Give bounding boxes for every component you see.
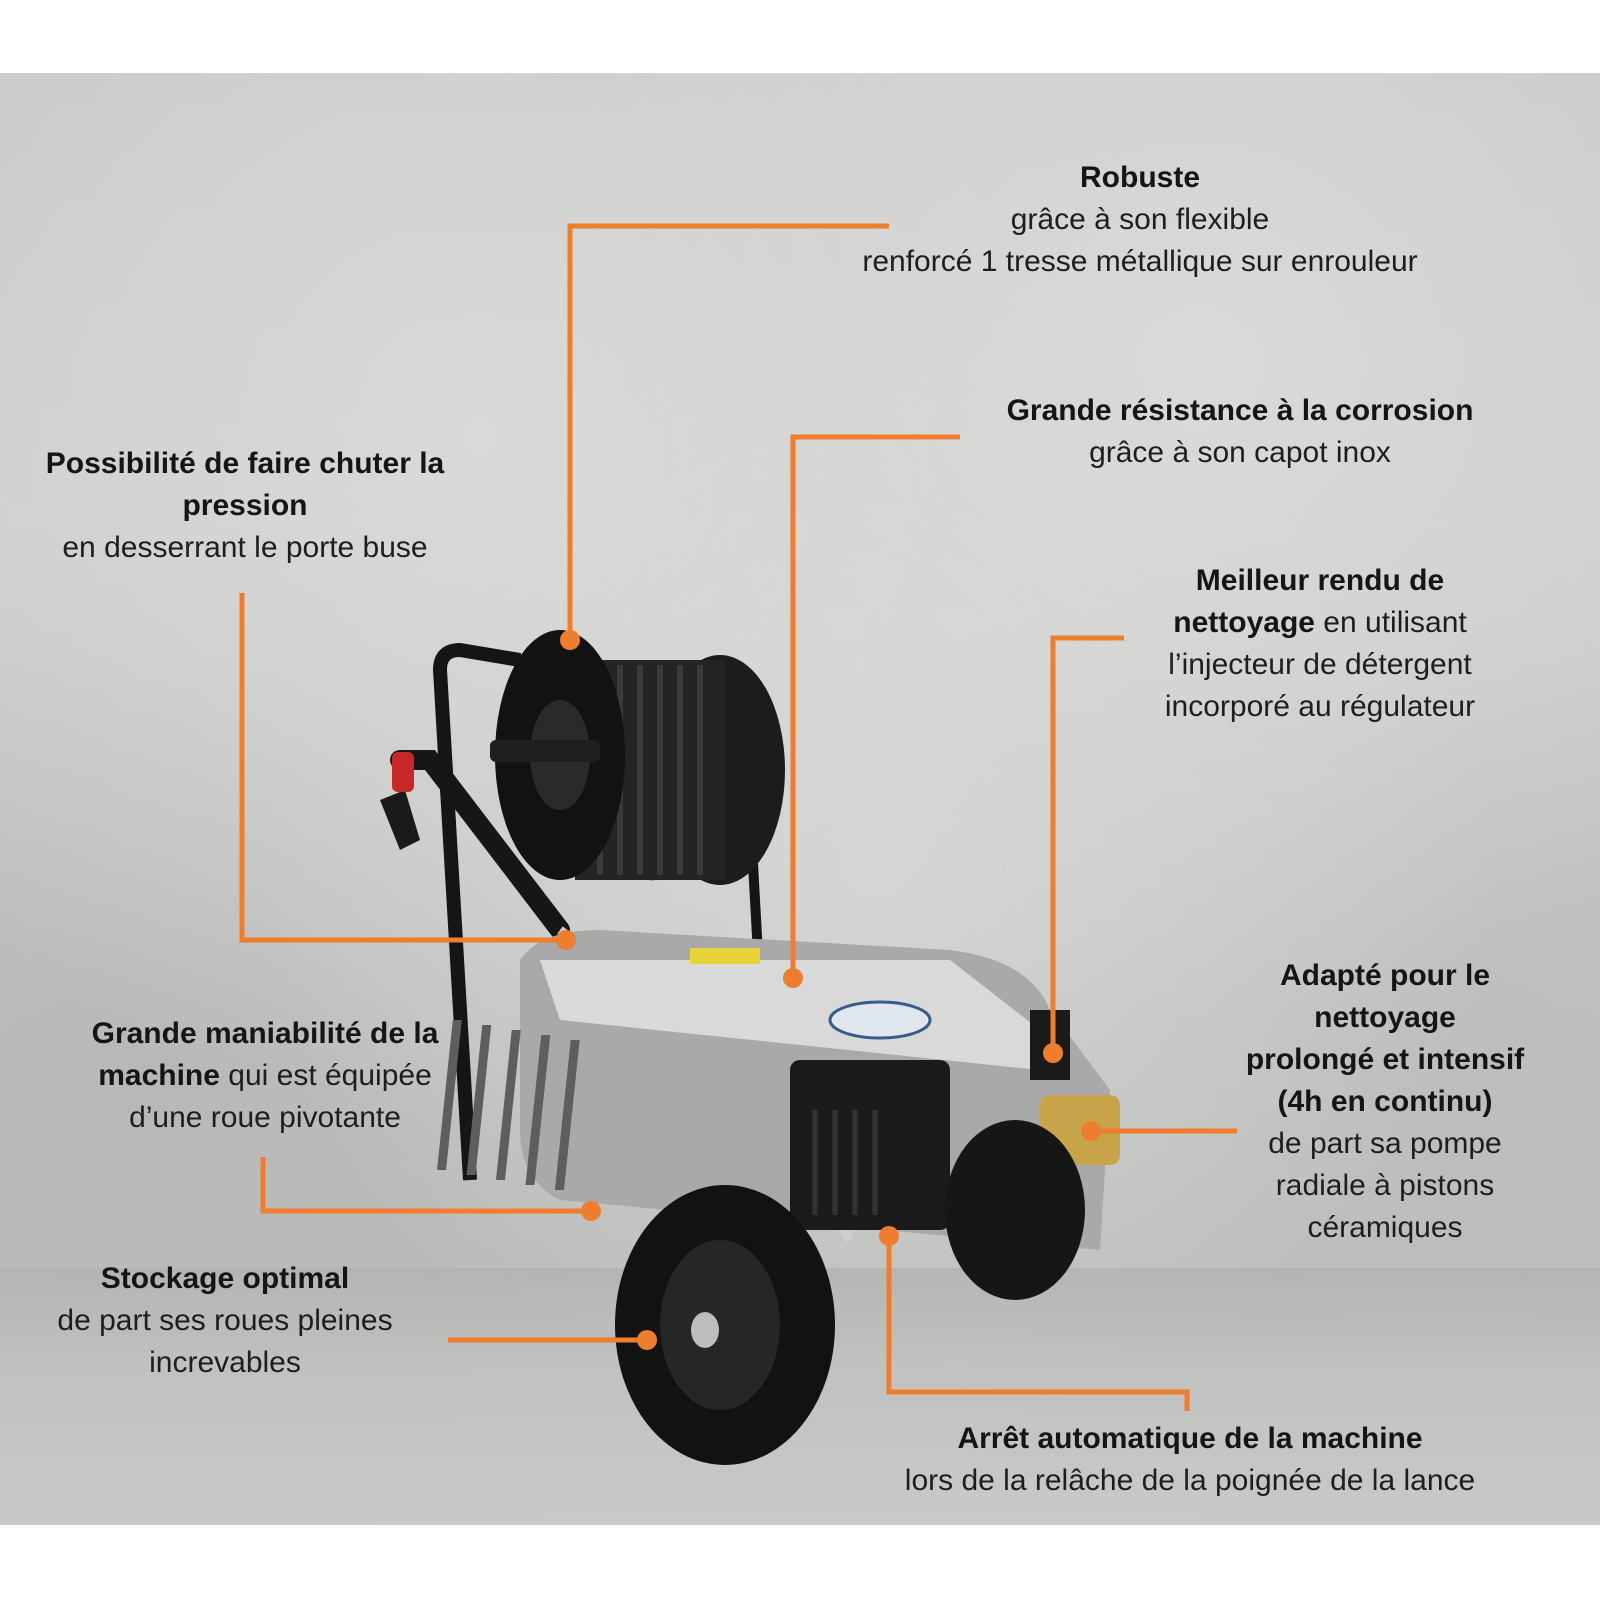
orange-dot-icon: [581, 1201, 601, 1221]
callout-arret-title: Arrêt automatique de la machine: [957, 1422, 1423, 1455]
connector-robuste: [567, 223, 889, 640]
callout-intensif-title-3: prolongé et intensif: [1245, 1043, 1525, 1076]
callout-intensif-title-4: (4h en continu): [1277, 1085, 1493, 1118]
callout-robuste-line1: grâce à son flexible: [1010, 203, 1270, 236]
callout-corrosion-line1: grâce à son capot inox: [1089, 436, 1391, 469]
callout-pression-title-1: Possibilité de faire chuter la: [45, 447, 445, 480]
callout-stockage-line2: increvables: [149, 1346, 301, 1379]
callout-nettoyage-title-1: Meilleur rendu de: [1195, 564, 1445, 597]
callout-maniabilite-tail: qui est équipée: [219, 1059, 432, 1092]
orange-dot-icon: [637, 1330, 657, 1350]
hose-reel: [490, 630, 785, 885]
connector-corrosion: [790, 434, 960, 978]
callout-nettoyage-title-2: nettoyage: [1173, 606, 1315, 639]
wheel-left: [615, 1185, 835, 1465]
callout-intensif-title-1: Adapté pour le: [1279, 959, 1490, 992]
orange-dot-icon: [879, 1226, 899, 1246]
callout-intensif: Adapté pour le nettoyage prolongé et int…: [1205, 955, 1565, 1249]
callout-stockage-title: Stockage optimal: [100, 1262, 350, 1295]
callout-nettoyage-line3: incorporé au régulateur: [1164, 690, 1476, 723]
orange-dot-icon: [556, 930, 576, 950]
callout-maniabilite-line2: d’une roue pivotante: [129, 1101, 401, 1134]
callout-robuste: Robuste grâce à son flexible renforcé 1 …: [780, 157, 1500, 283]
callout-pression-title-2: pression: [182, 489, 308, 522]
orange-dot-icon: [1081, 1121, 1101, 1141]
callout-robuste-title: Robuste: [1080, 161, 1200, 194]
callout-intensif-line1: de part sa pompe: [1268, 1127, 1502, 1160]
orange-dot-icon: [560, 630, 580, 650]
callout-intensif-line2: radiale à pistons: [1275, 1169, 1495, 1202]
callout-corrosion-title: Grande résistance à la corrosion: [1006, 394, 1474, 427]
connector-arret: [886, 1236, 1190, 1411]
callout-maniabilite-title-1: Grande maniabilité de la: [91, 1017, 439, 1050]
callout-arret-line1: lors de la relâche de la poignée de la l…: [904, 1464, 1476, 1497]
callout-robuste-line2: renforcé 1 tresse métallique sur enroule…: [862, 245, 1418, 278]
callout-nettoyage-line2: l’injecteur de détergent: [1168, 648, 1472, 681]
callout-pression-line1: en desserrant le porte buse: [62, 531, 428, 564]
callout-maniabilite: Grande maniabilité de la machine qui est…: [40, 1013, 490, 1139]
callout-intensif-line3: céramiques: [1307, 1211, 1463, 1244]
connector-pression: [239, 593, 566, 943]
callout-intensif-title-2: nettoyage: [1314, 1001, 1456, 1034]
callout-arret: Arrêt automatique de la machine lors de …: [840, 1418, 1540, 1502]
callout-pression: Possibilité de faire chuter la pression …: [10, 443, 480, 569]
pump-motor: [790, 1010, 1120, 1230]
callout-nettoyage-tail: en utilisant: [1314, 606, 1467, 639]
callout-stockage-line1: de part ses roues pleines: [57, 1304, 393, 1337]
callout-stockage: Stockage optimal de part ses roues plein…: [20, 1258, 430, 1384]
orange-dot-icon: [1043, 1043, 1063, 1063]
orange-dot-icon: [783, 968, 803, 988]
wheel-right: [945, 1120, 1085, 1300]
connector-nettoyage: [1050, 635, 1124, 1053]
callout-nettoyage: Meilleur rendu de nettoyage en utilisant…: [1110, 560, 1530, 728]
callout-maniabilite-title-2: machine: [98, 1059, 220, 1092]
callout-corrosion: Grande résistance à la corrosion grâce à…: [960, 390, 1520, 474]
connector-maniabilite: [260, 1157, 591, 1214]
handle-frame: [432, 642, 522, 1181]
